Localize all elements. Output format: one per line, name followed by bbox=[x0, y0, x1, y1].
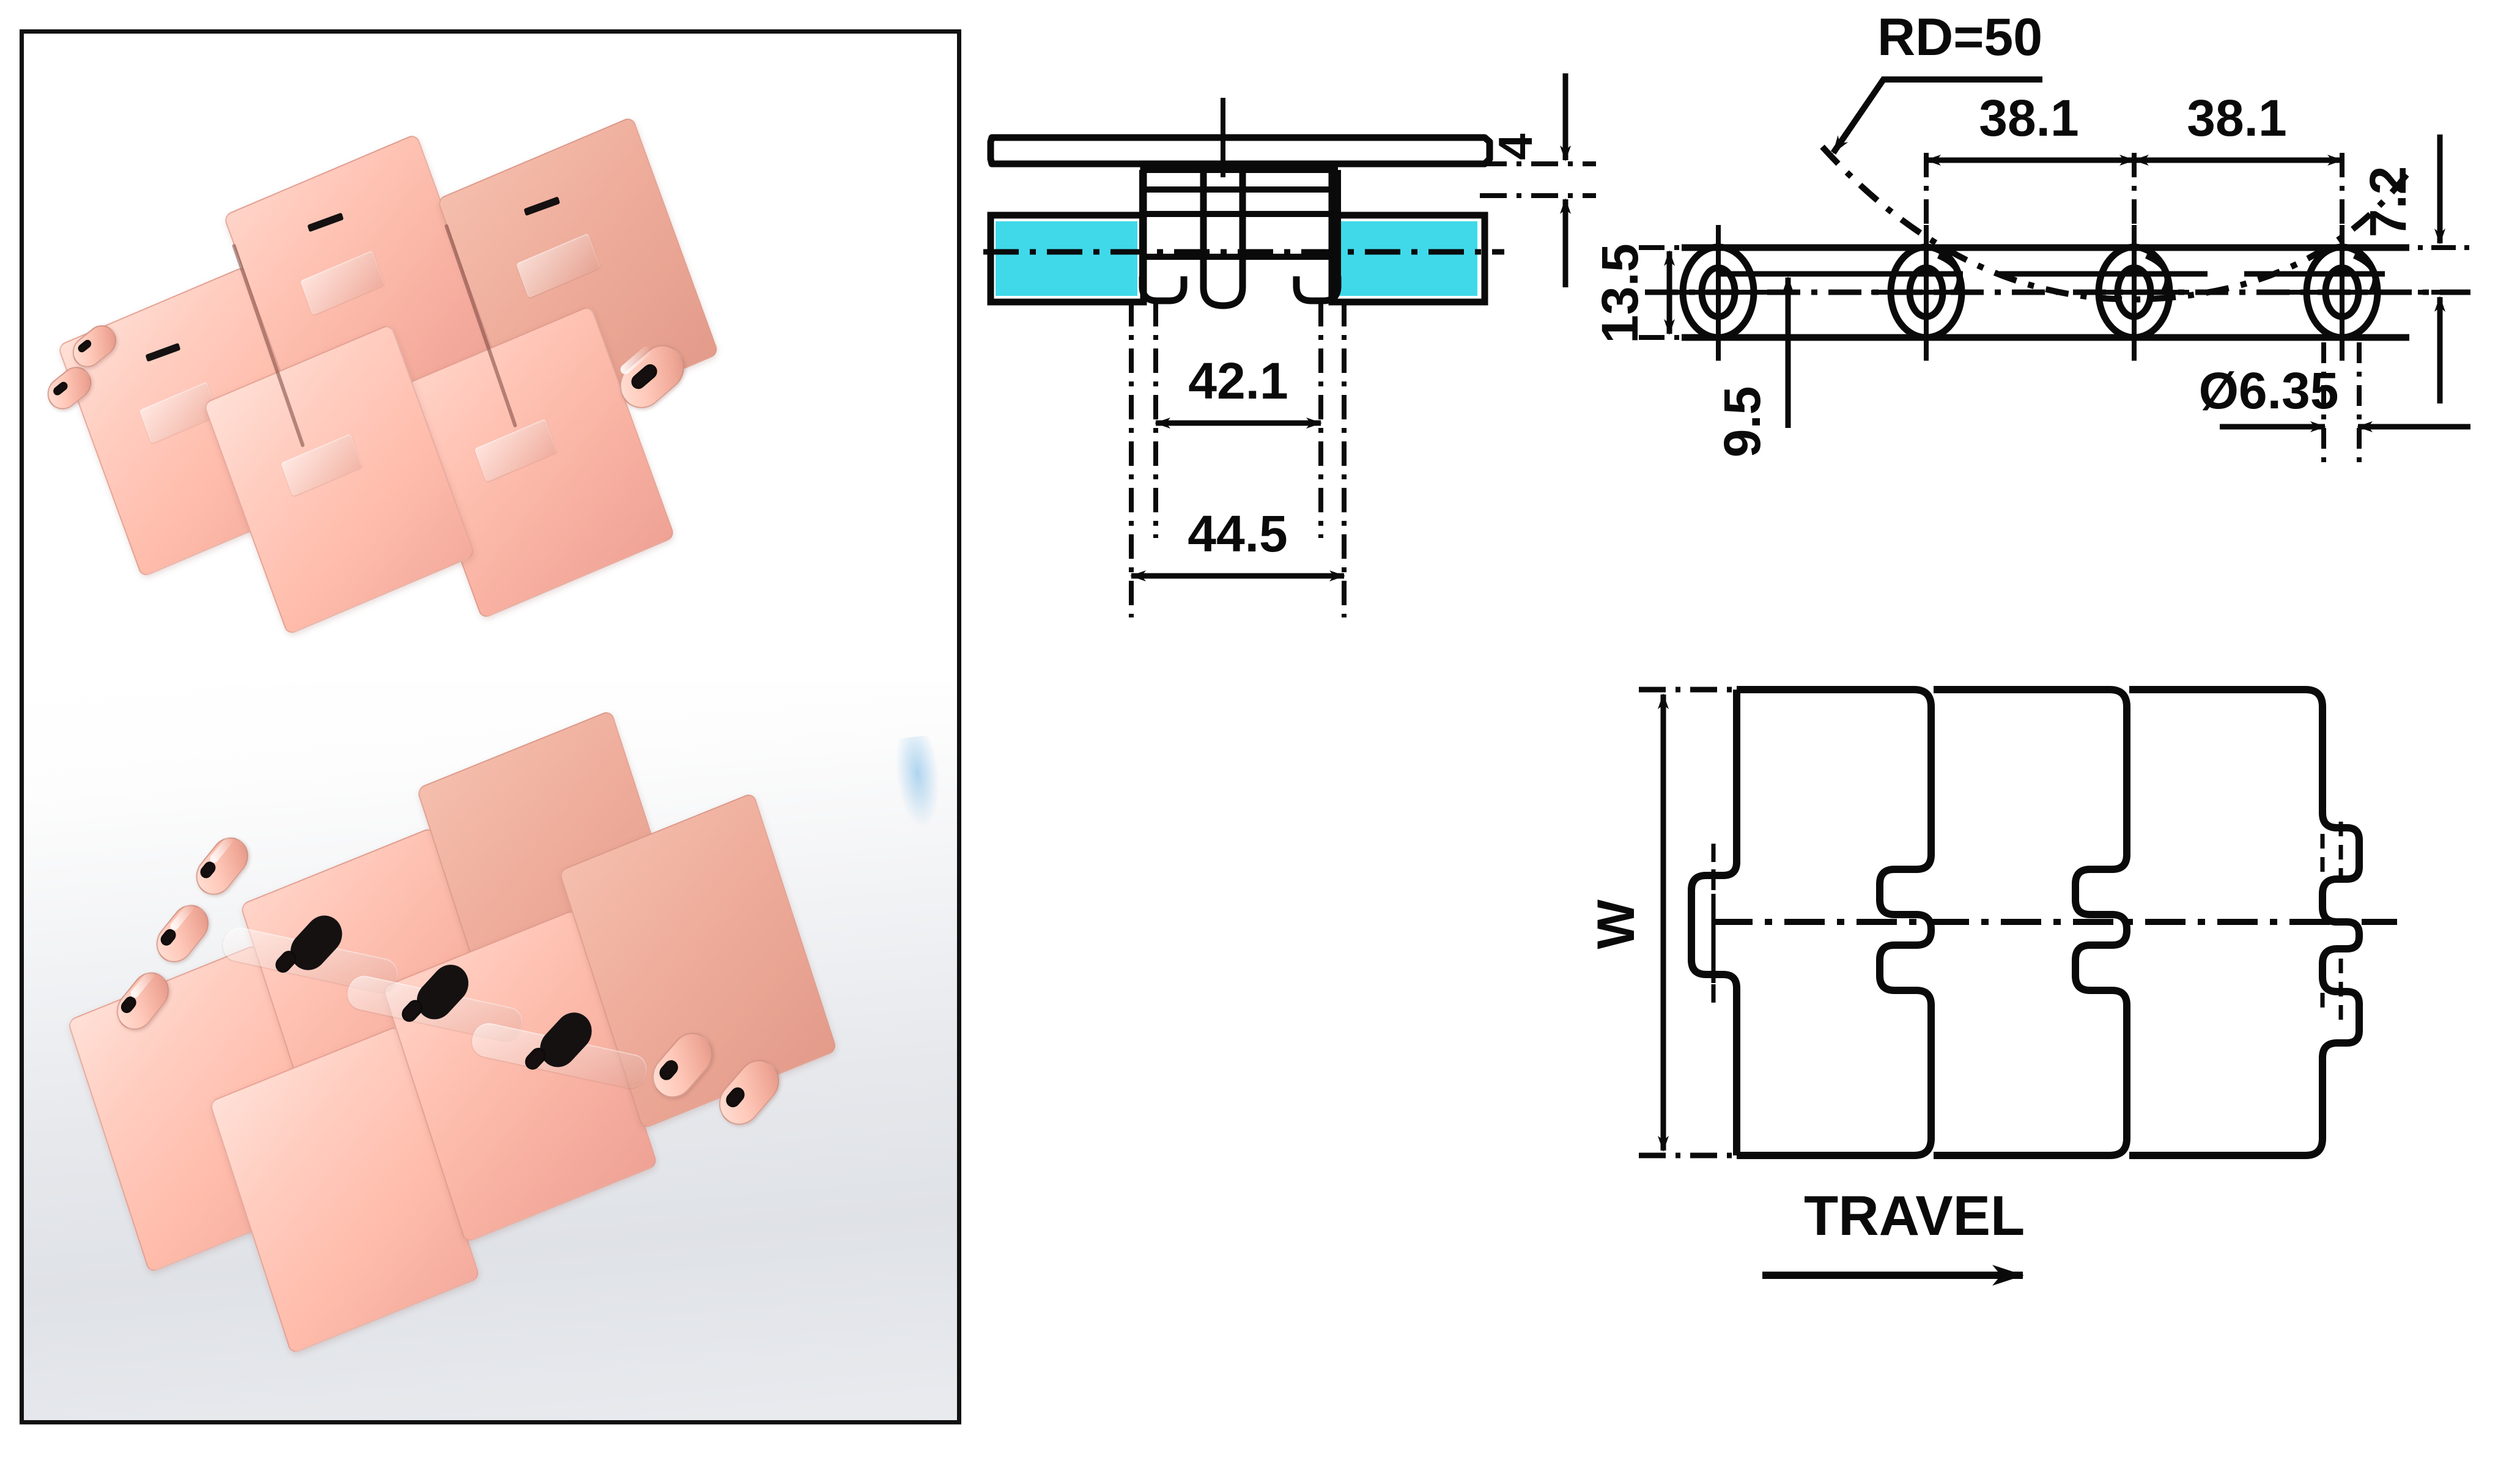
dim-belt-width: W bbox=[1587, 899, 1646, 949]
dim-overall-width: 44.5 bbox=[1188, 505, 1288, 562]
dim-pin-to-bottom: 9.5 bbox=[1713, 386, 1771, 458]
section-lug-left bbox=[1139, 276, 1188, 304]
dim-flex-radius: RD=50 bbox=[1877, 8, 2042, 67]
section-right-flange bbox=[1328, 212, 1488, 306]
section-lug-right bbox=[1293, 276, 1342, 304]
barrel-lug-4 bbox=[2352, 252, 2379, 294]
engineering-drawing-area: 4 42.1 44.5 RD=50 bbox=[978, 0, 2520, 1466]
section-top-slab bbox=[987, 134, 1493, 168]
plate-outline-3 bbox=[2129, 686, 2363, 1159]
plate-outline-1 bbox=[1737, 686, 1935, 1159]
hinge-barrel bbox=[188, 829, 256, 903]
rd50-leader bbox=[1830, 76, 2042, 155]
section-left-flange bbox=[987, 212, 1147, 306]
dim-plate-thickness: 4 bbox=[1488, 133, 1542, 160]
engineering-drawing-svg: 4 42.1 44.5 RD=50 bbox=[983, 8, 2470, 1286]
product-photo-panel bbox=[20, 29, 961, 1424]
dim-overall-height: 13.5 bbox=[1591, 243, 1649, 344]
plate-left-notch-1 bbox=[1688, 690, 1740, 1155]
plan-top-view: W TRAVEL bbox=[1587, 686, 2397, 1286]
dim-pitch-1: 38.1 bbox=[1979, 89, 2079, 147]
section-center-tooth bbox=[1200, 170, 1246, 309]
photo-stage bbox=[24, 34, 957, 1420]
cross-section-view: 4 42.1 44.5 bbox=[983, 73, 1596, 617]
plate-outline-2 bbox=[1934, 686, 2130, 1159]
section-fill-right bbox=[1336, 221, 1477, 296]
barrel-lug-2 bbox=[1937, 252, 1963, 294]
dim-top-to-pin: 7.2 bbox=[2359, 166, 2417, 238]
dim-pitch-2: 38.1 bbox=[2187, 89, 2287, 147]
dim-pin-diameter: Ø6.35 bbox=[2199, 362, 2339, 419]
hinge-barrel bbox=[149, 897, 216, 970]
side-elevation-view: RD=50 bbox=[1591, 8, 2470, 465]
section-fill-left bbox=[996, 221, 1137, 296]
barrel-lug-3 bbox=[2145, 252, 2171, 294]
dim-inner-width: 42.1 bbox=[1188, 352, 1288, 410]
travel-label: TRAVEL bbox=[1804, 1185, 2025, 1247]
